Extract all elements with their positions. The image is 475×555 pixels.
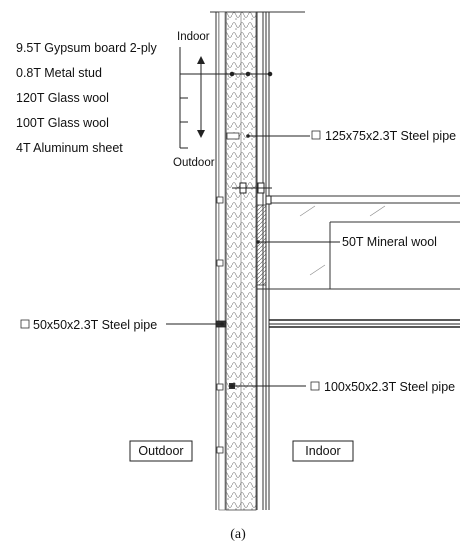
outdoor-box: Outdoor — [129, 440, 193, 462]
callout-steel-pipe-100: 100x50x2.3T Steel pipe — [230, 380, 455, 394]
layer-label-metal-stud: 0.8T Metal stud — [16, 66, 102, 80]
direction-indoor-label: Indoor — [177, 31, 210, 43]
indoor-box-text: Indoor — [305, 444, 340, 458]
mineral-wool-strip — [256, 204, 267, 286]
callout-mineral-wool: 50T Mineral wool — [256, 235, 437, 249]
layer-label-group: 9.5T Gypsum board 2-ply 0.8T Metal stud … — [16, 41, 158, 155]
direction-indicator: Indoor Outdoor — [173, 31, 215, 169]
callout-steel-pipe-100-text: 100x50x2.3T Steel pipe — [324, 380, 455, 394]
callout-mineral-wool-text: 50T Mineral wool — [342, 235, 437, 249]
arrow-up-icon — [197, 56, 205, 64]
figure-caption: (a) — [230, 527, 246, 542]
square-marker-icon — [311, 130, 321, 140]
layer-label-gypsum: 9.5T Gypsum board 2-ply — [16, 41, 158, 55]
slab-connection — [232, 182, 272, 290]
callout-steel-pipe-125-text: 125x75x2.3T Steel pipe — [325, 129, 456, 143]
indoor-box: Indoor — [292, 440, 354, 462]
callout-steel-pipe-50: 50x50x2.3T Steel pipe — [20, 318, 224, 332]
layer-label-glass-wool-100: 100T Glass wool — [16, 116, 109, 130]
callout-steel-pipe-125: 125x75x2.3T Steel pipe — [246, 129, 456, 143]
square-marker-icon — [310, 381, 320, 391]
layer-leader-bracket — [179, 47, 273, 149]
arrow-down-icon — [197, 130, 205, 138]
direction-outdoor-label: Outdoor — [173, 157, 215, 169]
square-marker-icon — [20, 319, 30, 329]
floor-slab — [269, 195, 460, 328]
callout-steel-pipe-50-text: 50x50x2.3T Steel pipe — [33, 318, 157, 332]
layer-label-aluminum: 4T Aluminum sheet — [16, 141, 123, 155]
outdoor-box-text: Outdoor — [138, 444, 183, 458]
layer-label-glass-wool-120: 120T Glass wool — [16, 91, 109, 105]
